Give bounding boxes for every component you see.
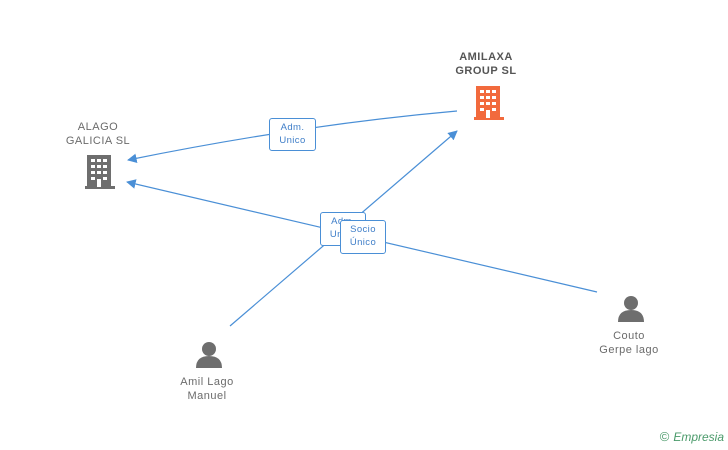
- node-label-line: Gerpe lago: [599, 344, 659, 356]
- edge-label-socio-unico[interactable]: Socio Único: [340, 220, 386, 254]
- node-label-line: GROUP SL: [455, 65, 517, 77]
- edge-label-adm-unico[interactable]: Adm. Unico: [269, 118, 316, 151]
- node-label-couto[interactable]: Couto Gerpe lago: [589, 329, 669, 357]
- building-icon: [85, 155, 115, 189]
- brand-name: Empresia: [673, 430, 724, 444]
- node-label-amil[interactable]: Amil Lago Manuel: [167, 375, 247, 403]
- person-icon: [618, 296, 644, 322]
- node-label-line: Amil Lago: [180, 376, 234, 388]
- node-label-line: AMILAXA: [459, 51, 513, 63]
- edge-label-line: Unico: [279, 135, 306, 146]
- node-label-amilaxa[interactable]: AMILAXA GROUP SL: [446, 50, 526, 78]
- edge-label-line: Adm.: [280, 122, 305, 133]
- copyright-symbol: ©: [659, 429, 670, 444]
- person-icon: [196, 342, 222, 368]
- edge-label-line: Socio: [350, 224, 376, 235]
- brand-logo: ©Empresia: [660, 429, 724, 444]
- node-label-line: GALICIA SL: [65, 135, 131, 147]
- node-label-line: Couto: [613, 330, 645, 342]
- node-label-line: ALAGO: [77, 121, 119, 133]
- node-label-alago[interactable]: ALAGO GALICIA SL: [58, 120, 138, 148]
- edge-label-line: Único: [349, 237, 377, 248]
- building-icon: [474, 86, 504, 120]
- node-label-line: Manuel: [187, 390, 227, 402]
